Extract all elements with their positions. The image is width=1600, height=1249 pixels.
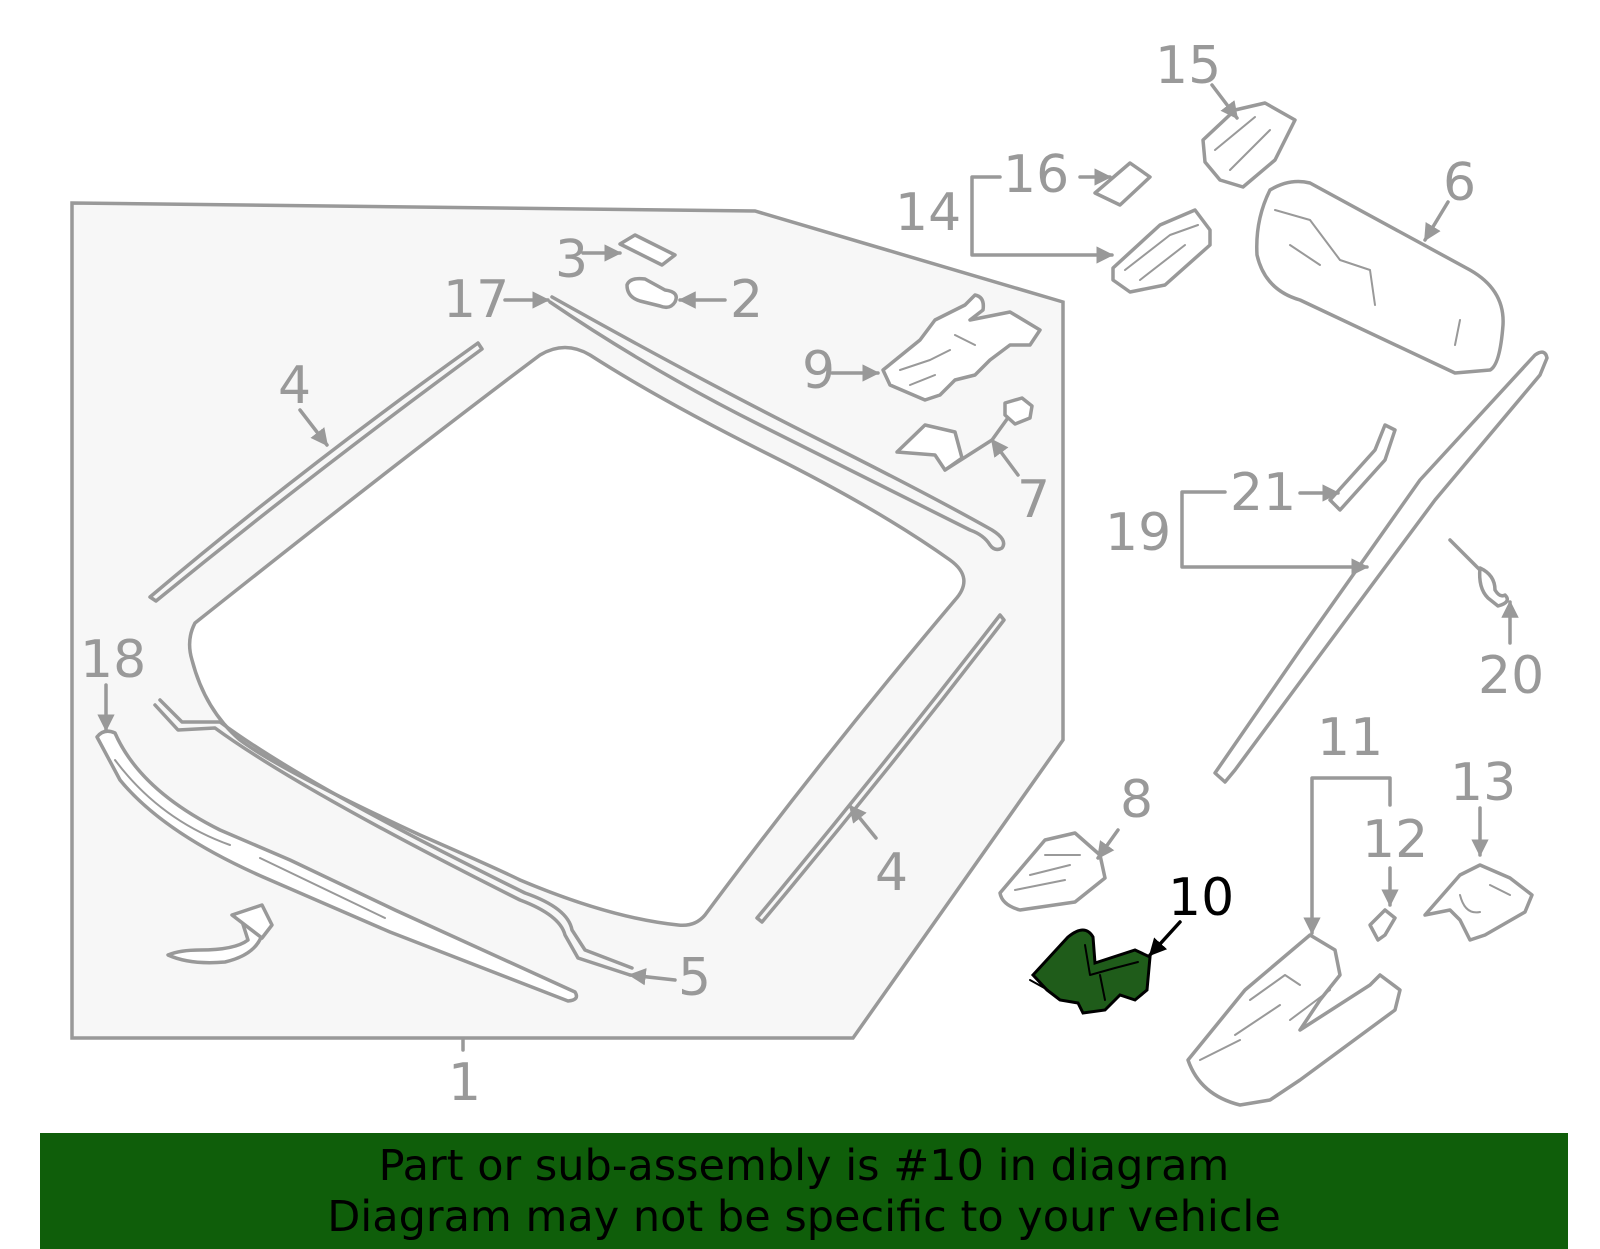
part-15-cover xyxy=(1201,101,1297,189)
windshield-glass xyxy=(187,345,966,928)
callout-18: 18 xyxy=(80,630,146,690)
lower-molding xyxy=(153,698,634,977)
callout-12: 12 xyxy=(1362,810,1428,870)
part-10-highlighted xyxy=(1030,928,1152,1015)
part-3-pad xyxy=(618,233,677,267)
callout-6: 6 xyxy=(1443,153,1476,213)
upper-molding xyxy=(548,295,1006,552)
callout-21: 21 xyxy=(1230,463,1296,523)
callout-19: 19 xyxy=(1105,503,1171,563)
part-8-bracket xyxy=(998,831,1107,912)
part-6-mirror xyxy=(1255,179,1505,375)
part-16-pad xyxy=(1093,161,1152,207)
callout-20: 20 xyxy=(1478,646,1544,706)
callout-15: 15 xyxy=(1155,36,1221,96)
part-12-clip xyxy=(1368,908,1397,942)
callout-9: 9 xyxy=(802,341,835,401)
part-9-bracket xyxy=(881,293,1042,402)
callout-4-lower: 4 xyxy=(875,843,908,903)
callout-1: 1 xyxy=(448,1053,481,1113)
side-molding-left xyxy=(148,341,484,603)
callout-7: 7 xyxy=(1017,470,1050,530)
part-2-clip xyxy=(625,276,678,310)
info-banner: Part or sub-assembly is #10 in diagram D… xyxy=(40,1133,1568,1249)
banner-line-1: Part or sub-assembly is #10 in diagram xyxy=(378,1141,1230,1191)
leader-lines xyxy=(97,83,1519,1052)
callout-4-upper: 4 xyxy=(278,356,311,416)
cowl-panel xyxy=(95,729,579,1003)
part-19-trim-strip xyxy=(1213,350,1549,784)
banner-line-2: Diagram may not be specific to your vehi… xyxy=(327,1192,1281,1242)
callout-10: 10 xyxy=(1168,868,1234,928)
callout-5: 5 xyxy=(678,948,711,1008)
part-21-clip xyxy=(1328,423,1397,512)
part-13-bracket xyxy=(1423,863,1534,942)
part-11-console xyxy=(1186,933,1402,1107)
callout-2: 2 xyxy=(730,270,763,330)
side-molding-right xyxy=(755,613,1006,924)
callout-16: 16 xyxy=(1003,145,1069,205)
callout-3: 3 xyxy=(555,230,588,290)
callout-13: 13 xyxy=(1450,753,1516,813)
callout-14: 14 xyxy=(895,183,961,243)
callout-17: 17 xyxy=(443,270,509,330)
part-14-housing xyxy=(1111,208,1212,294)
callout-8: 8 xyxy=(1120,770,1153,830)
callout-11: 11 xyxy=(1317,708,1383,768)
